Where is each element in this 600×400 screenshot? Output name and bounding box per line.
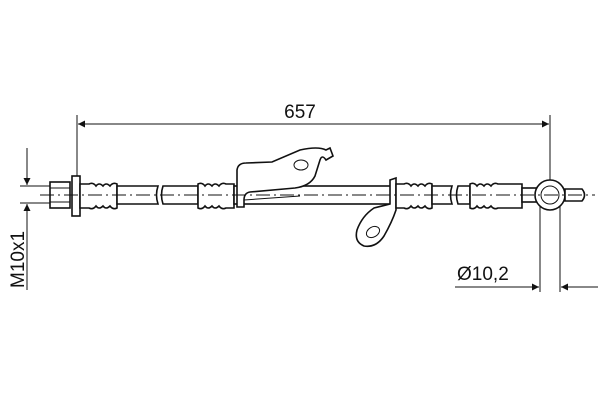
- washer: [71, 175, 81, 217]
- diameter-dimension: Ø10,2: [455, 200, 598, 292]
- thread-dimension: M10x1: [8, 148, 70, 290]
- length-dimension: 657: [76, 102, 551, 195]
- thread-label: M10x1: [8, 231, 29, 288]
- hose: [40, 146, 595, 248]
- mounting-tab: [355, 176, 397, 248]
- mounting-bracket: [236, 146, 334, 208]
- length-label: 657: [284, 102, 316, 123]
- diameter-label: Ø10,2: [457, 264, 509, 285]
